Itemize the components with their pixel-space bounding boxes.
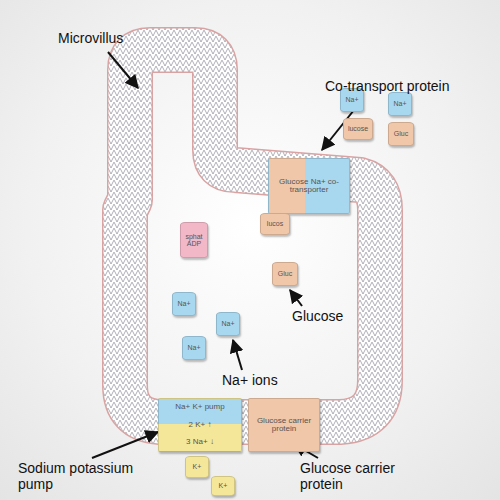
callout-label: Glucose carrier protein (300, 460, 420, 492)
sodium-ion: Na+ (216, 312, 240, 336)
sodium-ion: Na+ (172, 292, 196, 316)
glucose-molecule: Gluc (272, 262, 298, 286)
potassium-ion: K+ (211, 476, 235, 496)
node-text: lucose (348, 125, 368, 132)
leader-arrow (290, 290, 302, 306)
node-text: Glucose Na+ co-transporter (269, 178, 349, 195)
node-text: Glucose carrier protein (249, 417, 319, 434)
sodium-ion: Na+ (388, 92, 412, 116)
node-text: sphat (185, 233, 202, 240)
node-text: 2 K+ ↑ (189, 421, 212, 429)
leader-arrow (233, 340, 242, 370)
node-text: K+ (219, 482, 228, 489)
callout-label: Glucose (292, 308, 372, 324)
sodium-ion: Na+ (182, 336, 206, 360)
node-text: Na+ (345, 96, 358, 103)
node-text: lucos (267, 220, 283, 227)
glucose-molecule: Gluc (388, 122, 414, 146)
node-text: Na+ (221, 320, 234, 327)
glucose-molecule: lucose (343, 118, 373, 140)
callout-label: Na+ ions (222, 372, 312, 388)
node-text: Na+ (187, 344, 200, 351)
node-text: Na+ (177, 300, 190, 307)
callout-label: Co-transport protein (325, 78, 495, 94)
adp-molecule: sphatADP (180, 222, 208, 258)
callout-label: Sodium potassium pump (18, 460, 138, 492)
glucose-carrier-protein: Glucose carrier protein (248, 398, 320, 452)
node-text: Gluc (278, 270, 292, 277)
leader-arrow (92, 432, 158, 458)
leader-arrow (108, 52, 138, 88)
sodium-potassium-pump: Na+ K+ pump 2 K+ ↑ 3 Na+ ↓ (158, 398, 242, 452)
co-transport-protein: Glucose Na+ co-transporter (268, 158, 350, 214)
node-text: Na+ K+ pump (175, 403, 224, 411)
node-text: 3 Na+ ↓ (186, 438, 214, 446)
node-text: ADP (187, 240, 201, 247)
node-text: Gluc (394, 130, 408, 137)
node-text: Na+ (393, 100, 406, 107)
membrane-edge (125, 50, 380, 422)
callout-label: Microvillus (58, 30, 158, 46)
potassium-ion: K+ (185, 456, 209, 478)
node-text: K+ (193, 463, 202, 470)
glucose-molecule: lucos (260, 213, 290, 235)
membrane-band (125, 50, 380, 422)
